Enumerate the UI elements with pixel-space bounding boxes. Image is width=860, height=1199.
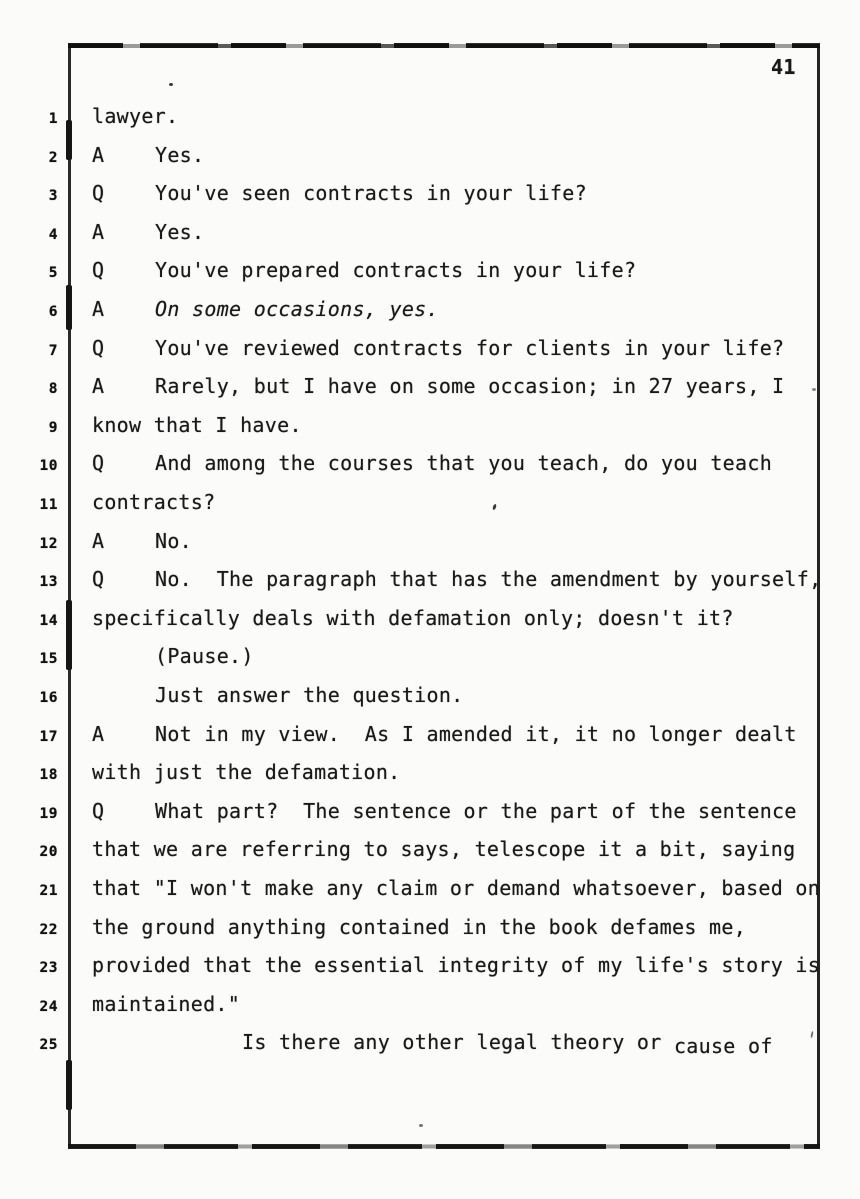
- scan-speck: [169, 83, 173, 86]
- line-text: You've reviewed contracts for clients in…: [155, 335, 785, 360]
- line-number: 15: [39, 651, 58, 668]
- line-number: 14: [39, 612, 58, 629]
- line-number: 2: [48, 149, 58, 166]
- scan-speck: [419, 1124, 423, 1127]
- line-number: 25: [39, 1037, 58, 1054]
- line-number: 16: [39, 690, 58, 706]
- line-text: Yes.: [155, 219, 205, 244]
- speaker-label: A: [92, 374, 105, 399]
- line-text: Yes.: [155, 142, 205, 167]
- speaker-label: A: [92, 219, 105, 244]
- scan-ink-blotch: [66, 120, 72, 160]
- line-text: know that I have.: [92, 412, 302, 437]
- speaker-label: Q: [92, 181, 105, 206]
- line-text: Rarely, but I have on some occasion; in …: [155, 374, 785, 399]
- line-text: that we are referring to says, telescope…: [92, 837, 796, 862]
- line-number: 3: [48, 188, 58, 205]
- line-number: 7: [48, 342, 58, 359]
- line-text: provided that the essential integrity of…: [92, 953, 821, 978]
- line-text: the ground anything contained in the boo…: [92, 914, 747, 939]
- line-number: 5: [48, 265, 58, 282]
- line-number: 8: [48, 381, 58, 398]
- speaker-label: A: [92, 297, 105, 321]
- line-text: that "I won't make any claim or demand w…: [92, 876, 821, 900]
- line-text: No. The paragraph that has the amendment…: [155, 567, 822, 592]
- speaker-label: Q: [92, 335, 105, 360]
- line-number: 12: [39, 535, 58, 552]
- line-text: On some occasions, yes.: [155, 297, 439, 321]
- line-text: lawyer.: [92, 104, 179, 128]
- line-text: You've seen contracts in your life?: [155, 181, 587, 206]
- speaker-label: Q: [92, 451, 105, 476]
- line-text: with just the defamation.: [92, 760, 401, 785]
- page-border-frame: [68, 43, 820, 1149]
- line-number: 10: [39, 458, 58, 475]
- speaker-label: A: [92, 721, 105, 746]
- line-number: 1: [48, 111, 58, 127]
- line-number: 24: [39, 998, 58, 1015]
- line-number: 20: [39, 844, 58, 861]
- speaker-label: Q: [92, 798, 105, 823]
- line-text: maintained.": [92, 991, 241, 1016]
- line-number: 9: [48, 419, 58, 436]
- line-number: 23: [39, 960, 58, 977]
- line-text: No.: [155, 528, 193, 553]
- line-text: contracts?: [92, 490, 216, 514]
- scan-speck: [812, 388, 816, 391]
- line-number: 4: [48, 226, 58, 243]
- line-number: 13: [39, 574, 58, 591]
- line-text: You've prepared contracts in your life?: [155, 258, 637, 283]
- line-text: Is there any other legal theory or cause…: [242, 1030, 773, 1059]
- line-number: 22: [39, 921, 58, 938]
- line-text: What part? The sentence or the part of t…: [155, 798, 797, 823]
- scan-ink-blotch: [66, 1060, 72, 1110]
- line-text: specifically deals with defamation only;…: [92, 605, 734, 630]
- line-number: 6: [48, 304, 58, 320]
- line-text: (Pause.): [155, 644, 254, 669]
- speaker-label: A: [92, 528, 105, 553]
- scan-ink-blotch: [66, 600, 72, 670]
- line-number: 19: [39, 805, 58, 822]
- speaker-label: Q: [92, 258, 105, 283]
- line-text: Not in my view. As I amended it, it no l…: [155, 721, 797, 746]
- line-number: 18: [39, 767, 58, 784]
- line-text: And among the courses that you teach, do…: [155, 451, 773, 476]
- speaker-label: Q: [92, 567, 105, 592]
- scan-ink-blotch: [66, 285, 72, 330]
- line-number: 17: [39, 728, 58, 745]
- line-text: Just answer the question.: [155, 683, 464, 707]
- line-number: 11: [39, 497, 58, 513]
- line-number: 21: [39, 883, 58, 899]
- page-number: 41: [771, 55, 796, 79]
- speaker-label: A: [92, 142, 105, 167]
- line-text-tail: cause of: [673, 1034, 773, 1059]
